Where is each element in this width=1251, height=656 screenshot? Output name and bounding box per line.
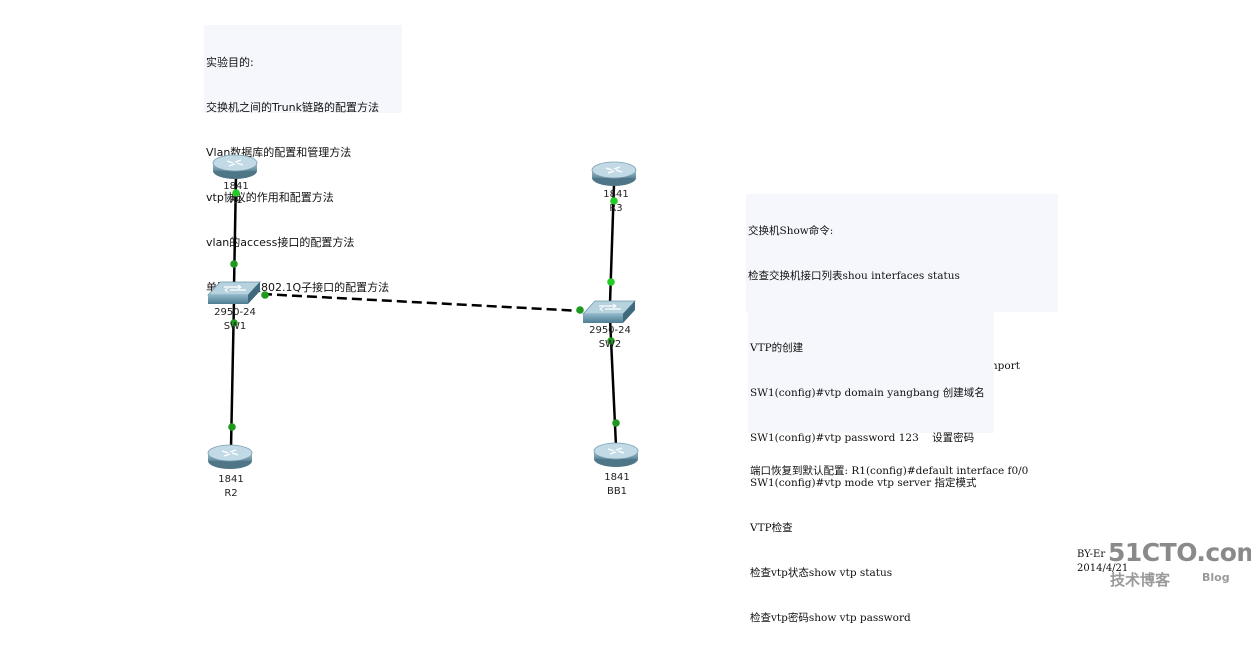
device-model-label: 1841 <box>603 189 628 200</box>
watermark-sub: 技术博客 <box>1110 571 1171 589</box>
port-indicator-r3 <box>610 197 618 205</box>
port-indicator-sw1-down <box>230 319 238 327</box>
signature-author: BY-Er <box>1077 549 1106 560</box>
port-indicator-sw1-right <box>261 291 269 299</box>
device-model-label: 1841 <box>218 474 243 485</box>
router-bb1-icon[interactable] <box>593 442 639 467</box>
note-line: SW1(config)#vtp password 123 设置密码 <box>750 432 975 444</box>
links-layer <box>229 175 618 449</box>
note-line: 实验目的: <box>206 56 254 69</box>
port-indicator-sw2-up <box>607 278 615 286</box>
note-vtp-commands: VTP的创建 SW1(config)#vtp domain yangbang 创… <box>748 311 994 624</box>
device-model-label: 2950-24 <box>589 325 631 336</box>
topology-canvas: 实验目的: 交换机之间的Trunk链路的配置方法 Vlan数据库的配置和管理方法… <box>206 56 1251 624</box>
device-name-label: SW1 <box>224 321 247 332</box>
note-line: vlan的access接口的配置方法 <box>206 236 355 249</box>
note-line: SW1(config)#vtp mode vtp server 指定模式 <box>750 477 977 489</box>
switch-sw1-icon[interactable] <box>207 281 261 304</box>
device-name-label: BB1 <box>607 486 627 497</box>
signature-date: 2014/4/21 <box>1077 563 1129 574</box>
note-line: 交换机之间的Trunk链路的配置方法 <box>206 101 379 114</box>
watermark-blog: Blog <box>1202 571 1230 584</box>
note-line: 端口恢复到默认配置: R1(config)#default interface … <box>750 465 1029 477</box>
port-indicator-sw2-left <box>576 306 584 314</box>
device-name-label: SW2 <box>599 339 622 350</box>
port-indicator-r1 <box>232 189 240 197</box>
port-indicator-sw2-down <box>607 337 615 345</box>
device-labels: 1841 R1 1841 R3 2950-24 SW1 2950-24 SW2 … <box>214 181 631 499</box>
port-indicator-sw1-up <box>230 260 238 268</box>
note-line: VTP检查 <box>750 522 793 534</box>
router-r1-icon[interactable] <box>212 154 258 179</box>
device-model-label: 1841 <box>604 472 629 483</box>
switch-sw2-icon[interactable] <box>582 300 636 323</box>
note-line: 检查vtp密码show vtp password <box>750 612 911 624</box>
author-signature: BY-Er 2014/4/21 <box>1077 548 1128 576</box>
note-line: SW1(config)#vtp domain yangbang 创建域名 <box>750 387 985 399</box>
port-indicators <box>228 189 620 431</box>
port-indicator-bb1 <box>612 419 620 427</box>
device-model-label: 1841 <box>223 181 248 192</box>
link-sw1-sw2[interactable] <box>261 292 583 313</box>
note-port-reset: 端口恢复到默认配置: R1(config)#default interface … <box>748 434 1030 509</box>
link-sw2-bb1[interactable] <box>608 317 618 447</box>
device-name-label: R3 <box>609 203 622 214</box>
note-line: 检查vtp状态show vtp status <box>750 567 893 579</box>
network-topology: 1841 R1 1841 R3 2950-24 SW1 2950-24 SW2 … <box>207 154 639 499</box>
router-r3-icon[interactable] <box>591 161 637 186</box>
note-line: 交换机Show命令: <box>748 225 834 237</box>
51cto-watermark: 51CTO.com 技术博客 Blog <box>1108 538 1251 594</box>
device-name-label: R2 <box>224 488 237 499</box>
device-name-label: R1 <box>229 195 242 206</box>
device-model-label: 2950-24 <box>214 307 256 318</box>
watermark-main: 51CTO.com <box>1108 538 1251 567</box>
note-line: VTP的创建 <box>750 342 804 354</box>
router-r2-icon[interactable] <box>207 444 253 469</box>
note-line: 检查交换机接口列表shou interfaces status <box>748 270 960 282</box>
port-indicator-r2 <box>228 423 236 431</box>
